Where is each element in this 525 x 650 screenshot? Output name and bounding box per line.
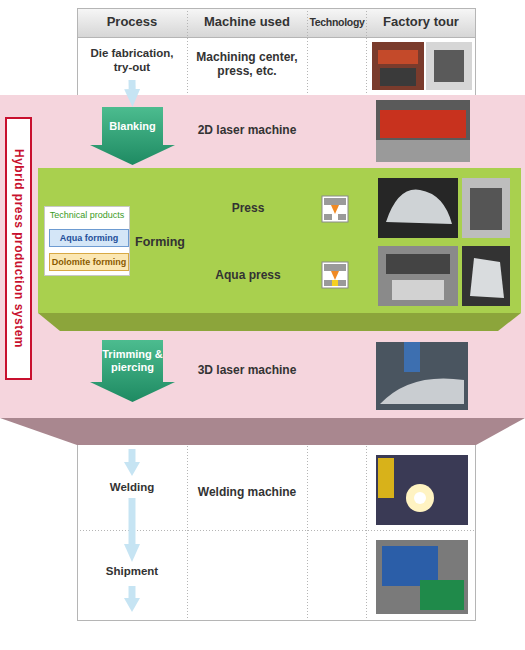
photo-detail (470, 258, 504, 298)
node-text: Trimming & piercing (90, 340, 175, 382)
photo (462, 178, 510, 238)
photo-detail (380, 68, 416, 86)
photo (376, 455, 468, 525)
column-header: Technology (307, 9, 367, 35)
column-header: Factory tour (367, 9, 475, 35)
photo (372, 42, 424, 90)
photo-detail (382, 546, 438, 586)
node-text: Hybrid press production system (5, 117, 32, 380)
photo (376, 100, 470, 162)
product-tag: Dolomite forming (49, 253, 129, 271)
band-taper (0, 418, 525, 445)
photo-detail (414, 492, 426, 504)
header-row (77, 8, 476, 37)
node-text: Forming (132, 232, 188, 252)
flow-stub (129, 586, 136, 598)
flow-arrow (129, 80, 136, 89)
column-header: Machine used (188, 9, 306, 35)
machine-label: Machining center, press, etc. (188, 44, 306, 84)
die-symbol-part (331, 205, 339, 214)
node-text: Blanking (90, 107, 175, 145)
forming-band-shade (38, 313, 521, 331)
node-text: Technical products (45, 210, 129, 220)
photo-detail (380, 378, 464, 404)
photo (426, 42, 472, 90)
node-text: Aqua forming (50, 230, 128, 246)
forming-band: Aqua formingDolomite forming Technical pr… (38, 168, 521, 313)
photo-detail (378, 458, 394, 498)
die-symbol-part (324, 198, 346, 205)
system-band: BlankingAqua formingDolomite forming Tech… (0, 95, 525, 418)
die-symbol-part (324, 280, 332, 286)
die-symbol-part (324, 214, 332, 220)
photo-detail (376, 140, 470, 162)
process-arrow: Blanking (90, 107, 175, 165)
row-line (77, 37, 476, 38)
product-tag: Aqua forming (49, 229, 129, 247)
node-text: Die fabrication, try-out (80, 42, 184, 80)
photo-detail (380, 110, 466, 138)
photo (462, 246, 510, 306)
machine-label: Welding machine (188, 480, 306, 504)
product-box: Aqua formingDolomite forming Technical pr… (44, 206, 130, 276)
flow-stub (129, 449, 136, 462)
column-header: Process (82, 9, 182, 35)
node-text: Shipment (80, 562, 184, 582)
die-symbol-part (331, 271, 339, 280)
arrow-shape (90, 107, 175, 165)
photo (376, 342, 468, 410)
photo-detail (434, 50, 464, 82)
arrow-shape (90, 340, 175, 402)
process-cell: Welding (80, 478, 184, 498)
photo-detail (386, 190, 452, 224)
die-symbol-part (338, 280, 346, 286)
photo-detail (386, 254, 450, 274)
arrow-shape (90, 107, 175, 165)
node-text: Dolomite forming (50, 254, 128, 270)
die-symbol-part (338, 214, 346, 220)
photo-detail (378, 50, 418, 64)
process-cell: Die fabrication, try-out (80, 42, 184, 80)
die-symbol-part (332, 280, 338, 286)
flow-stub (124, 462, 140, 476)
photo-detail (404, 342, 420, 372)
die-symbol-part (324, 264, 346, 271)
photo-detail (470, 188, 502, 230)
flow-arrow (129, 498, 136, 544)
process-cell: Shipment (80, 562, 184, 582)
photo (376, 540, 468, 614)
flow-stub (124, 598, 140, 612)
photo (378, 178, 458, 238)
photo-detail (406, 484, 434, 512)
die-symbol (322, 262, 348, 288)
photo-detail (392, 280, 444, 300)
process-arrow: Trimming & piercing (90, 340, 175, 402)
photo (378, 246, 458, 306)
photo-detail (420, 580, 464, 610)
row-line (77, 530, 476, 531)
die-symbol (322, 196, 348, 222)
node-text: Welding (80, 478, 184, 498)
